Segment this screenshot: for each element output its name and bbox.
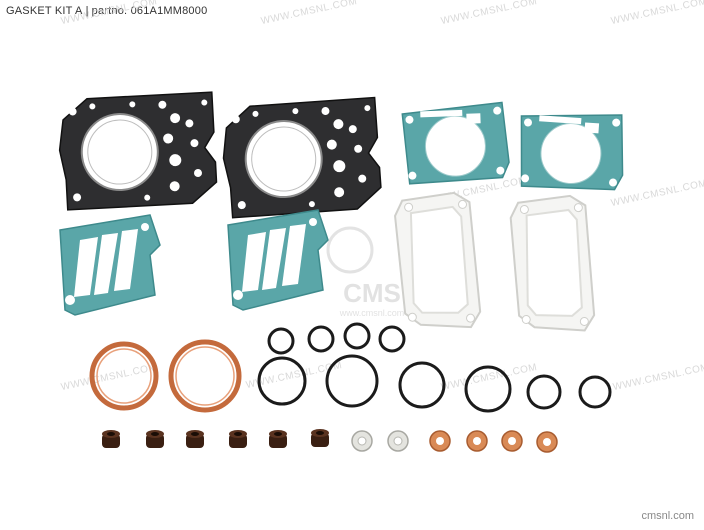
- cylinder-base-gasket-left: [401, 101, 511, 185]
- cms-logo-url: www.cmsnl.com: [339, 308, 405, 318]
- exhaust-gasket-left: [89, 341, 159, 411]
- valve-stem-seal: [229, 430, 247, 448]
- valve-stem-seal: [102, 430, 120, 448]
- site-footer: cmsnl.com: [641, 510, 694, 522]
- block-gasket-left: [59, 214, 161, 316]
- head-gasket-right: [219, 96, 384, 220]
- cms-logo-watermark: CMS www.cmsnl.com: [326, 226, 405, 318]
- o-ring-large: [257, 356, 307, 406]
- o-ring-medium: [578, 375, 612, 409]
- partno-value: 061A1MM8000: [130, 5, 208, 17]
- cover-gasket-left: [393, 190, 482, 332]
- block-gasket-right: [227, 209, 329, 311]
- o-ring-small: [343, 322, 371, 350]
- o-ring-small: [378, 325, 406, 353]
- o-ring-small: [307, 325, 335, 353]
- valve-stem-seal: [186, 430, 204, 448]
- o-ring-small: [267, 327, 295, 355]
- o-ring-large: [398, 361, 446, 409]
- o-ring-large: [325, 354, 379, 408]
- exhaust-gasket-right: [168, 339, 242, 413]
- valve-stem-seal: [269, 430, 287, 448]
- valve-stem-seal: [311, 429, 329, 447]
- head-gasket-left: [56, 91, 219, 212]
- page-caption: GASKET KIT A|partno. 061A1MM8000: [6, 5, 207, 17]
- o-ring-medium: [526, 374, 562, 410]
- cylinder-base-gasket-right: [515, 107, 628, 194]
- cover-gasket-right: [509, 194, 596, 334]
- o-ring-large: [464, 365, 512, 413]
- caption-separator: |: [85, 5, 89, 17]
- valve-stem-seal: [146, 430, 164, 448]
- partno-label: partno.: [91, 5, 128, 17]
- cms-logo-text: CMS: [343, 278, 401, 308]
- part-title: GASKET KIT A: [6, 5, 83, 17]
